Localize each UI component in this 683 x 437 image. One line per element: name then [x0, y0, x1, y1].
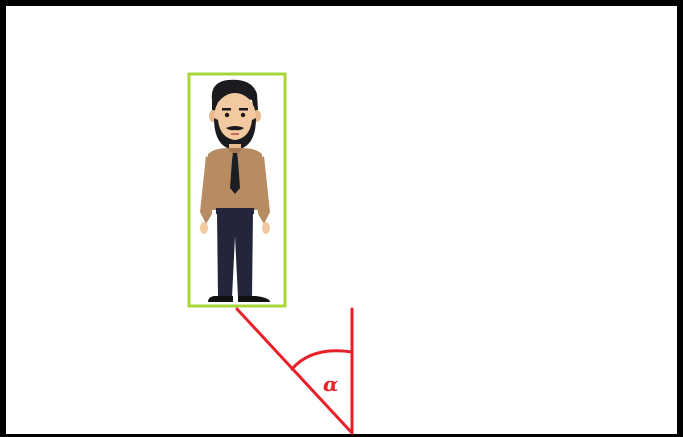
angle-arc [292, 351, 352, 369]
person-icon [200, 80, 270, 302]
sightline [237, 309, 352, 433]
angle-label: α [323, 372, 338, 396]
angle-construction [237, 309, 352, 433]
